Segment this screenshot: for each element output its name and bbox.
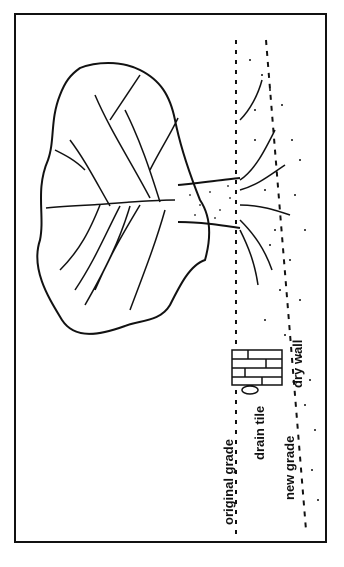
dry-wall-label: dry wall — [290, 340, 305, 388]
original-grade-label: original grade — [221, 439, 236, 525]
dry-wall — [232, 350, 282, 385]
tree-crown — [37, 63, 209, 334]
drain-tile — [242, 386, 258, 394]
drain-tile-label: drain tile — [252, 406, 267, 460]
branches — [46, 75, 178, 310]
new-grade-label: new grade — [282, 436, 297, 500]
roots — [240, 80, 290, 285]
